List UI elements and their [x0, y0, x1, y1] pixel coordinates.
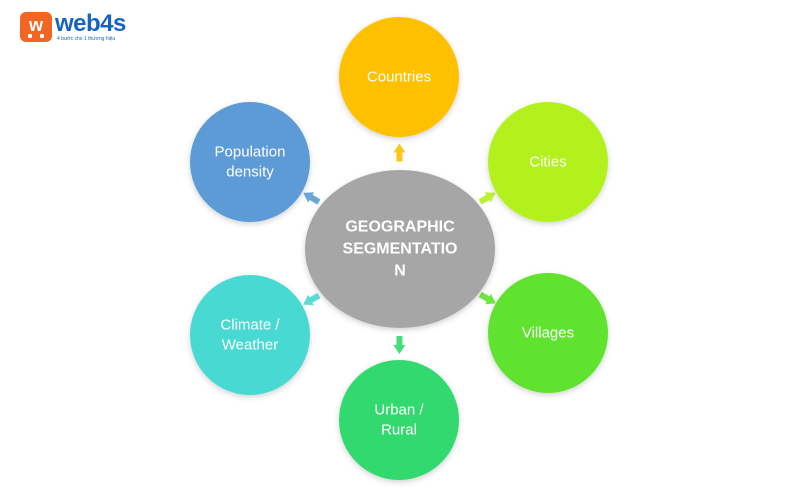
node-villages: Villages — [488, 273, 608, 393]
center-label: GEOGRAPHIC — [345, 219, 455, 236]
web4s-logo: w web4s 4 bước cho 1 thương hiệu — [20, 12, 126, 46]
population-density-label: Population — [215, 144, 286, 161]
logo-badge-icon: w — [20, 12, 52, 42]
population-density-arrow-icon — [303, 192, 321, 205]
cities-circle — [488, 102, 608, 222]
center-label: N — [394, 263, 406, 280]
logo-tagline: 4 bước cho 1 thương hiệu — [57, 36, 116, 42]
logo-w-glyph: w — [28, 15, 43, 35]
climate-weather-arrow-icon — [303, 292, 321, 306]
center-label: SEGMENTATIO — [343, 241, 458, 258]
urban-rural-label: Urban / — [374, 402, 424, 419]
villages-circle — [488, 273, 608, 393]
cities-arrow-icon — [478, 192, 496, 205]
countries-label: Countries — [367, 69, 431, 86]
villages-label: Villages — [522, 325, 574, 342]
villages-arrow-icon — [478, 291, 496, 305]
urban-rural-arrow-icon — [393, 336, 406, 354]
node-countries: Countries — [339, 17, 459, 137]
logo-name: web4s — [55, 10, 126, 37]
node-cities: Cities — [488, 102, 608, 222]
urban-rural-label: Rural — [381, 422, 417, 439]
node-urban-rural: Urban / Rural — [339, 360, 459, 480]
population-density-label: density — [226, 164, 274, 181]
center-ellipse — [305, 170, 495, 328]
node-population-density: Population density — [190, 102, 310, 222]
climate-weather-label: Weather — [222, 337, 278, 354]
node-climate-weather: Climate / Weather — [190, 275, 310, 395]
countries-arrow-icon — [393, 143, 406, 162]
urban-rural-circle — [339, 360, 459, 480]
cities-label: Cities — [529, 154, 567, 171]
population-density-circle — [190, 102, 310, 222]
countries-circle — [339, 17, 459, 137]
center-node: GEOGRAPHIC SEGMENTATIO N — [305, 170, 495, 328]
climate-weather-label: Climate / — [220, 317, 280, 334]
climate-weather-circle — [190, 275, 310, 395]
